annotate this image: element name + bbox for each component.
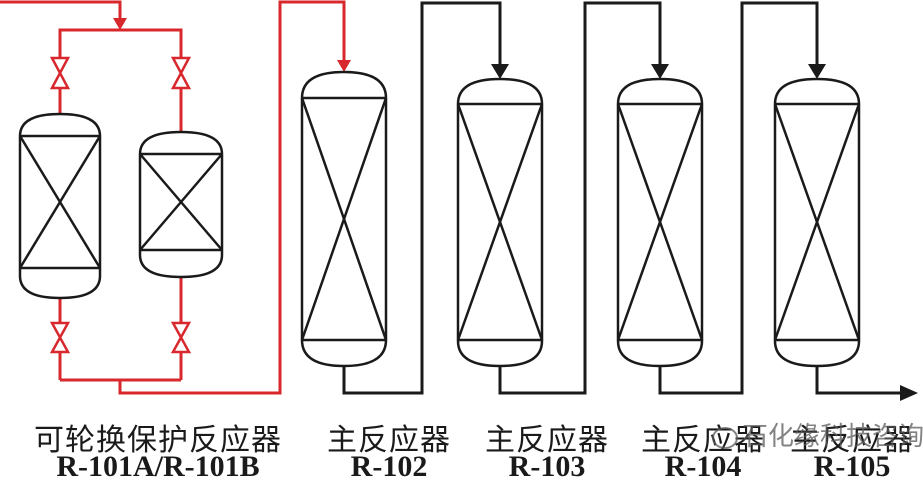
arrow-to-r105	[808, 64, 826, 79]
wechat-icon	[712, 426, 738, 449]
label-r104-cn: 主反应器	[641, 423, 765, 458]
reactor-r104	[616, 77, 704, 368]
main-piping	[342, 1, 905, 395]
watermark-text: 石化缘科技咨询	[742, 422, 923, 452]
label-r103-cn: 主反应器	[485, 423, 609, 458]
label-r104-en: R-104	[664, 450, 742, 483]
arrow-to-r103	[491, 64, 509, 79]
guard-piping	[0, 0, 351, 395]
label-r102-en: R-102	[350, 450, 428, 483]
arrow-to-r104	[651, 64, 669, 79]
label-r105-cn: 主反应器	[790, 423, 914, 458]
watermark: 石化缘科技咨询	[712, 416, 923, 453]
label-guard-en: R-101A/R-101B	[56, 450, 260, 483]
reactor-r102	[300, 70, 388, 368]
label-r103-en: R-103	[508, 450, 586, 483]
label-guard-cn: 可轮换保护反应器	[34, 423, 282, 458]
valve-icon	[49, 321, 71, 354]
reactor-r103	[456, 77, 544, 368]
reactor-r105	[773, 77, 861, 368]
valve-icon	[49, 56, 71, 90]
valve-icon	[170, 321, 192, 354]
reactor-r101a	[18, 112, 102, 300]
label-r102-cn: 主反应器	[327, 423, 451, 458]
reactor-r101b	[138, 130, 224, 279]
outlet-arrow	[900, 385, 918, 401]
label-r105-en: R-105	[813, 450, 891, 483]
valve-icon	[170, 56, 192, 90]
